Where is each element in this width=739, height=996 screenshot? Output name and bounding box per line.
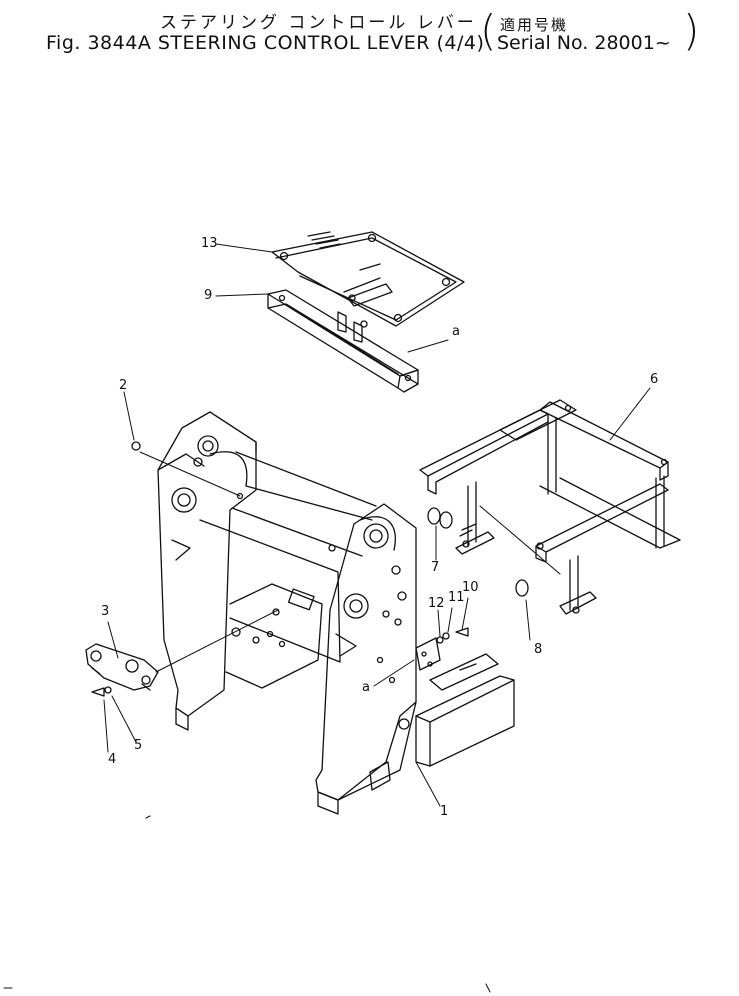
serial-open-paren: (: [480, 6, 497, 55]
bushing-part-7a: [428, 508, 440, 524]
callout-2: 2: [119, 378, 128, 393]
serial-close-paren: ): [683, 6, 700, 55]
title-japanese: ステアリング コントロール レバー: [160, 13, 477, 33]
sub-frame-part-6: [420, 400, 680, 614]
bushing-part-7b: [440, 512, 452, 528]
callout-9: 9: [204, 288, 213, 303]
bolt-part-4: [92, 688, 104, 696]
callout-5: 5: [134, 738, 143, 753]
callout-a-frame: a: [362, 680, 370, 695]
callout-6: 6: [650, 372, 659, 387]
callout-8: 8: [534, 642, 543, 657]
washer-part-5: [105, 687, 111, 693]
lever-bracket-part-3: [86, 644, 158, 690]
nut-part-2: [132, 442, 140, 450]
callout-7: 7: [431, 560, 440, 575]
serial-label-japanese: 適用号機: [500, 16, 569, 34]
washer-part-11: [443, 633, 449, 639]
bushing-part-8: [516, 580, 528, 596]
callout-a-top: a: [452, 324, 460, 339]
serial-number: Serial No. 28001~: [497, 32, 671, 54]
washer-part-12: [437, 637, 443, 643]
figure-title: Fig. 3844A STEERING CONTROL LEVER (4/4): [46, 32, 485, 54]
callout-12: 12: [428, 596, 445, 611]
callout-3: 3: [101, 604, 110, 619]
callout-4: 4: [108, 752, 117, 767]
cover-plate-part-13: [272, 232, 464, 327]
callout-13: 13: [201, 236, 218, 251]
callout-10: 10: [462, 580, 479, 595]
callout-11: 11: [448, 590, 465, 605]
bracket-part-9: [268, 290, 418, 392]
leader-lines: [104, 244, 650, 806]
main-frame-part-1: [158, 412, 514, 814]
callout-1: 1: [440, 804, 449, 819]
